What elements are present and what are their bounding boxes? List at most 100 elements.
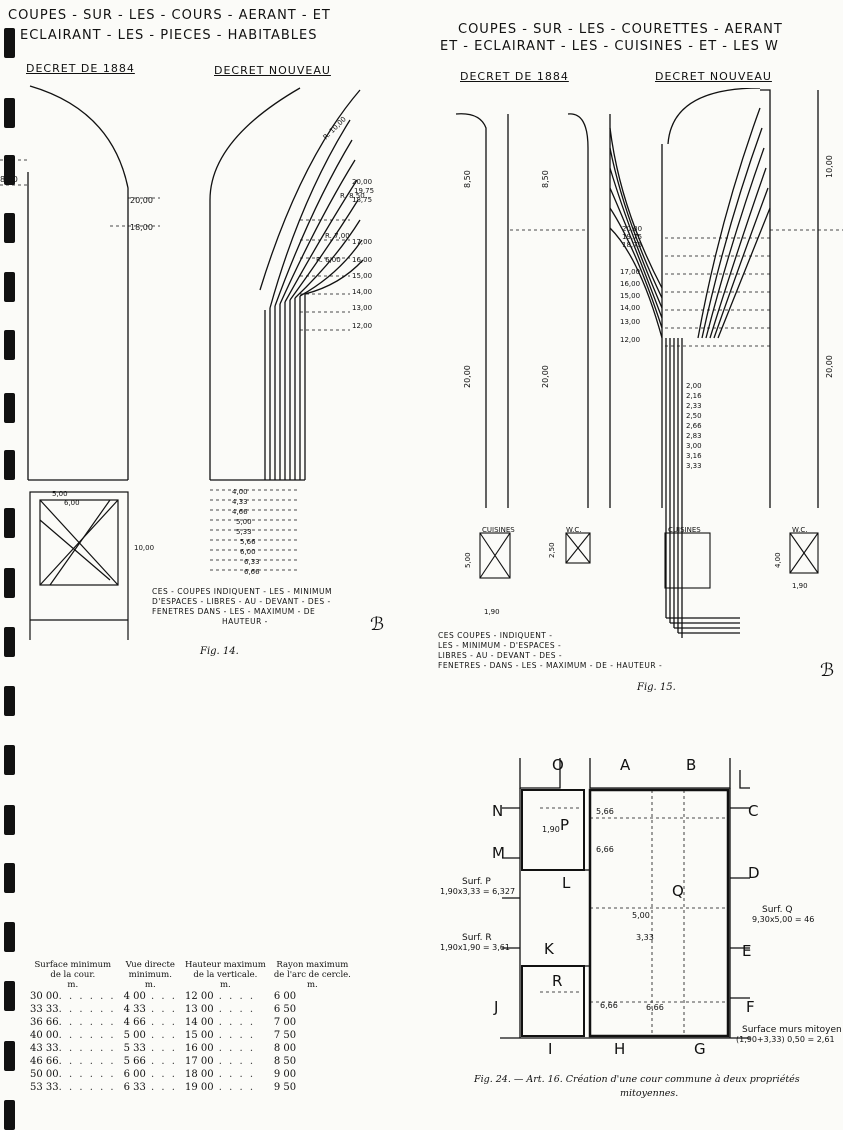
table-row: 43 33. . . . . .5 33 . . .16 00 . . . .8… — [26, 1042, 355, 1055]
table-unit: m. — [220, 980, 231, 990]
binding-hole — [4, 272, 15, 302]
fig15-note-line: CES COUPES - INDIQUENT - — [438, 631, 553, 640]
fig14-section-drawing: 8,50 20,00 18,00 R. 10,00 R. 8,50 R. 7,0… — [0, 85, 374, 640]
fig15-caption: Fig. 15. — [637, 682, 676, 693]
fig15-room-label: CUISINES — [482, 526, 515, 534]
fig14-width-label: 4,66 — [232, 508, 248, 516]
lot-label: A — [620, 756, 631, 774]
fig15-decret-new: DECRET NOUVEAU — [655, 70, 772, 83]
binding-hole — [4, 568, 15, 598]
fig15-height-label: 17,00 — [620, 268, 640, 276]
table-cell: 5 00 . . . — [123, 1030, 177, 1041]
surf-r-label: Surf. R — [462, 933, 492, 943]
fig15-vertical-label: 20,00 — [463, 365, 472, 388]
lot-label: G — [694, 1040, 706, 1058]
fig14-height-label: 12,00 — [352, 322, 372, 330]
fig15-section-drawing: CUISINES W.C. CUISINES W.C. 8,50 8,50 20… — [455, 88, 843, 638]
fig14-height-label: 19,75 — [354, 187, 374, 195]
fig24-dim: 5,00 — [632, 911, 650, 920]
fig24-dim: 5,66 — [596, 807, 614, 816]
fig15-room-label: W.C. — [566, 526, 581, 534]
fig14-height-label: 18,75 — [352, 196, 372, 204]
fig14-width-label: 4,33 — [232, 498, 248, 506]
signature-mark-icon: ℬ — [370, 614, 385, 635]
fig15-plans — [479, 532, 819, 589]
lot-label: Q — [672, 882, 684, 900]
fig15-small-width: 2,16 — [686, 392, 702, 400]
fig14-label-2000: 20,00 — [130, 196, 153, 205]
table-row: 36 66. . . . . .4 66 . . .14 00 . . . .7… — [26, 1016, 355, 1029]
table-cell: 18 00 . . . . — [184, 1069, 256, 1080]
fig15-height-label: 14,00 — [620, 304, 640, 312]
binding-hole — [4, 330, 15, 360]
binding-hole — [4, 922, 15, 952]
table-cell: 36 66. . . . . . — [30, 1017, 116, 1028]
table-unit: m. — [67, 980, 79, 990]
fig24-dim: 1,90 — [542, 825, 560, 834]
fig14-court-label: 10,00 — [134, 544, 154, 552]
table-row: 46 66. . . . . .5 66 . . .17 00 . . . .8… — [26, 1055, 355, 1068]
table-cell: 6 00 — [273, 991, 297, 1002]
table-cell: 5 33 . . . — [123, 1043, 177, 1054]
lot-label: P — [560, 816, 569, 834]
binding-hole — [4, 863, 15, 893]
fig15-court-dim: 5,00 — [464, 552, 472, 568]
lot-label: O — [552, 756, 564, 774]
fig15-height-label: 18,75 — [622, 241, 642, 249]
table-cell: 6 33 . . . — [123, 1082, 177, 1093]
fig14-width-label: 6,00 — [240, 548, 256, 556]
table-cell: 6 50 — [273, 1004, 297, 1015]
table-cell: 17 00 . . . . — [184, 1056, 256, 1067]
fig14-note-line: D'ESPACES - LIBRES - AU - DEVANT - DES - — [152, 597, 331, 606]
binding-hole — [4, 155, 15, 185]
lot-label: I — [548, 1040, 552, 1058]
fig24-plan: O A B N P C M D L Q E K R J F I H G 5,66… — [440, 756, 842, 1058]
fig14-court-label: 5,00 — [52, 490, 68, 498]
fig15-title-line1: COUPES - SUR - LES - COURETTES - AERANT — [458, 22, 783, 37]
binding-hole — [4, 98, 15, 128]
lot-label: H — [614, 1040, 625, 1058]
fig14-envelope-curve — [259, 89, 361, 291]
table-cell: 4 00 . . . — [123, 991, 177, 1002]
fig15-court-dim: 1,90 — [484, 608, 500, 616]
lot-label: J — [493, 998, 498, 1016]
fig14-decret-old: DECRET DE 1884 — [26, 62, 135, 75]
fig15-court-dim: 4,00 — [774, 552, 782, 568]
lot-label: R — [552, 972, 562, 990]
table-row: 30 00. . . . . .4 00 . . .12 00 . . . .6… — [26, 990, 355, 1003]
lot-label: N — [492, 802, 503, 820]
fig14-old-curve — [29, 85, 129, 480]
fig15-height-label: 20,00 — [622, 225, 642, 233]
table-cell: 7 00 — [273, 1017, 297, 1028]
fig15-vertical-label: 10,00 — [825, 155, 834, 178]
surf-p-calc: 1,90x3,33 = 6,327 — [440, 887, 515, 896]
fig14-title-line1: COUPES - SUR - LES - COURS - AERANT - ET — [8, 8, 331, 23]
table-cell: 14 00 . . . . — [184, 1017, 256, 1028]
fig15-height-label: 16,00 — [620, 280, 640, 288]
surf-murs-label: Surface murs mitoyen — [742, 1025, 842, 1035]
fig14-width-label: 5,00 — [236, 518, 252, 526]
table-row: 50 00. . . . . .6 00 . . .18 00 . . . .9… — [26, 1068, 355, 1081]
table-cell: 40 00. . . . . . — [30, 1030, 116, 1041]
fig15-small-width: 3,00 — [686, 442, 702, 450]
table-cell: 30 00. . . . . . — [30, 991, 116, 1002]
binding-hole — [4, 450, 15, 480]
fig15-court-dim: 1,90 — [792, 582, 808, 590]
fig24-dim: 6,66 — [646, 1003, 664, 1012]
fig15-note-line: LES - MINIMUM - D'ESPACES - — [438, 641, 562, 650]
surf-q-label: Surf. Q — [762, 905, 792, 915]
binding-hole — [4, 627, 15, 657]
binding-hole — [4, 508, 15, 538]
fig15-small-width: 2,50 — [686, 412, 702, 420]
binding-hole — [4, 1041, 15, 1071]
fig14-note-line: FENETRES DANS - LES - MAXIMUM - DE — [152, 607, 316, 616]
surf-murs-calc: (1,90+3,33) 0,50 = 2,61 — [736, 1035, 835, 1044]
table-cell: 8 00 — [273, 1043, 297, 1054]
fig15-note-line: LIBRES - AU - DEVANT - DES - — [438, 651, 563, 660]
lot-label: B — [686, 756, 696, 774]
table-cell: 5 66 . . . — [123, 1056, 177, 1067]
fig14-width-label: 6,33 — [244, 558, 260, 566]
fig15-small-width: 2,00 — [686, 382, 702, 390]
